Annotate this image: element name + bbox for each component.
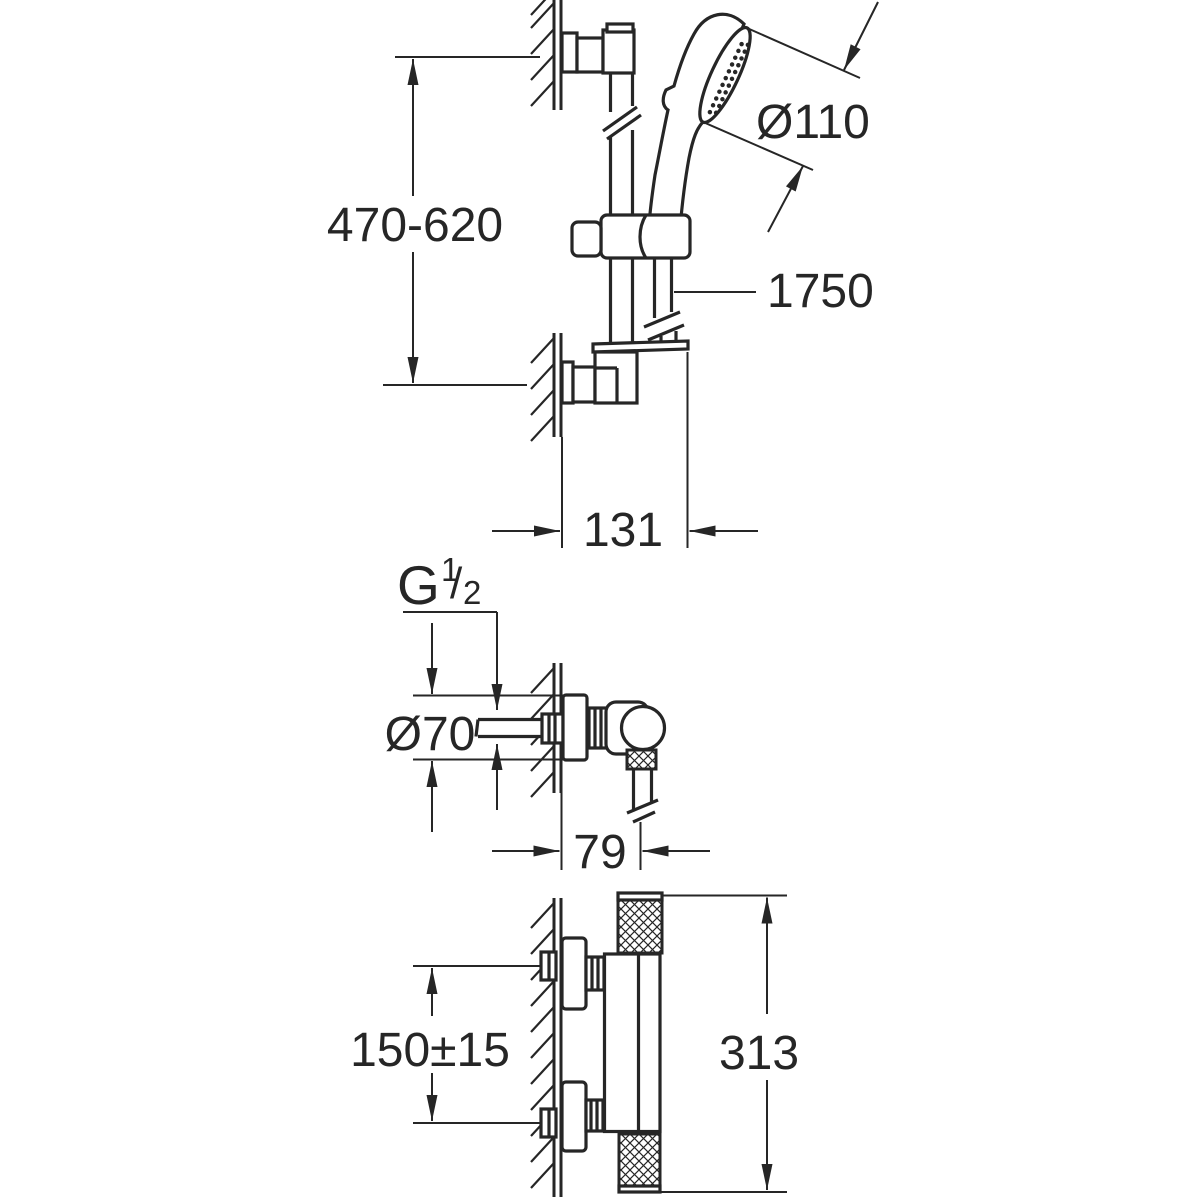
shower-hose <box>643 258 685 345</box>
rail-break-icon <box>602 105 642 141</box>
supply-pipe <box>474 712 565 745</box>
union-valve-body <box>561 693 667 824</box>
thermostat-knob-bottom <box>617 1132 662 1194</box>
dim-height-range-label: 470-620 <box>327 199 503 252</box>
dim-wall-offset-label: 79 <box>573 826 626 879</box>
wall-top <box>530 0 563 110</box>
thermostat-dimension-lines <box>413 894 787 1193</box>
escutcheon <box>561 693 589 762</box>
rail-set-dimension-lines <box>383 1 879 548</box>
thermostat-knob-top <box>616 891 664 955</box>
spray-nozzles-row-2 <box>713 41 751 116</box>
thermostat-body <box>602 891 664 1194</box>
view-thermostat-mixer: 150±15 313 <box>350 891 799 1197</box>
hose-break-icon <box>643 310 685 342</box>
thread-size-denominator: 2 <box>463 574 481 611</box>
union-dimension-lines <box>403 611 710 870</box>
wall-bracket-top <box>560 22 636 75</box>
dim-rail-depth-label: 131 <box>583 504 663 557</box>
slider-holder <box>570 213 692 260</box>
thread-size-numerator: 1 <box>441 551 459 588</box>
escutcheon-top <box>560 936 588 1011</box>
dim-escutcheon-diameter-label: Ø70 <box>385 708 476 761</box>
shower-head <box>647 12 752 231</box>
dim-overall-height-label: 313 <box>719 1027 799 1080</box>
wall-bottom-view <box>530 898 563 1197</box>
spray-nozzles-row-1 <box>707 37 746 115</box>
ball-joint <box>619 704 667 752</box>
thread-size-label: G 1 / 2 <box>397 551 481 616</box>
shower-rail <box>602 73 642 344</box>
thread-size-base: G <box>397 554 440 616</box>
wall-bottom <box>530 333 563 442</box>
knurled-nut <box>625 748 658 771</box>
thread-size-slash: / <box>450 559 463 608</box>
wall-bracket-bottom <box>560 339 690 405</box>
pipe-hex-nut <box>540 712 565 745</box>
dim-hose-length-label: 1750 <box>767 265 874 318</box>
view-union-connection: G 1 / 2 Ø70 79 <box>385 551 710 879</box>
inlet-fitting-top <box>539 936 606 1011</box>
inlet-fitting-bottom <box>539 1080 605 1153</box>
escutcheon-bottom <box>560 1080 588 1153</box>
view-shower-rail-set: 470-620 Ø110 1750 131 <box>327 0 879 557</box>
dim-head-diameter-label: Ø110 <box>756 96 870 149</box>
soap-tray <box>591 339 690 354</box>
dim-inlet-spacing-label: 150±15 <box>350 1024 510 1077</box>
valve-hex-nut <box>587 706 609 750</box>
hose-break-icon <box>626 798 659 824</box>
